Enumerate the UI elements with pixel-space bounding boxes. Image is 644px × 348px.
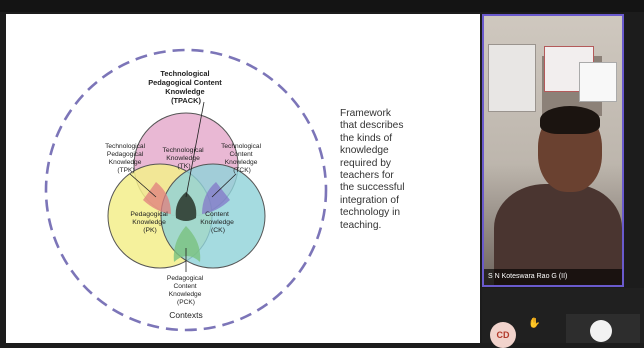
wall-poster-secondary [579, 62, 617, 102]
participant-body [494, 184, 622, 285]
contexts-label: Contexts [169, 310, 203, 320]
description-line: technology in [340, 207, 401, 219]
tpk-pointer [129, 173, 157, 198]
tpack-title: Technological Pedagogical Content Knowle… [148, 69, 224, 105]
framework-description: Framework that describes the kinds of kn… [340, 108, 460, 232]
tpk-label: Technological Pedagogical Knowledge (TPK… [105, 143, 147, 174]
pck-label: Pedagogical Content Knowledge (PCK) [167, 275, 205, 306]
ck-label: Content Knowledge (CK) [200, 211, 236, 234]
person-avatar-icon [590, 320, 612, 342]
tk-label: Technological Knowledge (TK) [162, 147, 205, 170]
contexts-circle [44, 48, 328, 332]
participant-video-tile[interactable]: S N Koteswara Rao G (II) [482, 14, 624, 287]
tck-pointer [211, 173, 237, 198]
description-line: the successful [340, 182, 405, 194]
tck-overlap [202, 182, 230, 214]
tck-label: Technological Content Knowledge (TCK) [221, 143, 263, 174]
tpack-pointer [185, 101, 205, 198]
tpack-diagram: Technological Pedagogical Content Knowle… [44, 48, 328, 332]
participant-hair [540, 106, 600, 134]
description-line: knowledge [340, 145, 389, 157]
pck-overlap [173, 226, 201, 262]
shared-slide: Technological Pedagogical Content Knowle… [6, 14, 480, 343]
participant-avatar[interactable]: CD [490, 322, 516, 348]
tpk-overlap [143, 182, 171, 214]
description-line: integration of [340, 194, 399, 206]
description-line: required by [340, 157, 391, 169]
tpack-center [175, 192, 197, 221]
description-line: teachers for [340, 170, 394, 182]
participant-name: S N Koteswara Rao G (II) [484, 269, 622, 285]
pk-label: Pedagogical Knowledge (PK) [130, 211, 169, 234]
raised-hand-icon: ✋ [528, 318, 541, 329]
description-line: Framework [340, 108, 391, 119]
description-line: the kinds of [340, 132, 393, 144]
description-line: that describes [340, 120, 404, 132]
wall-board [488, 44, 536, 112]
description-line: teaching. [340, 219, 382, 231]
top-bar [0, 0, 644, 12]
